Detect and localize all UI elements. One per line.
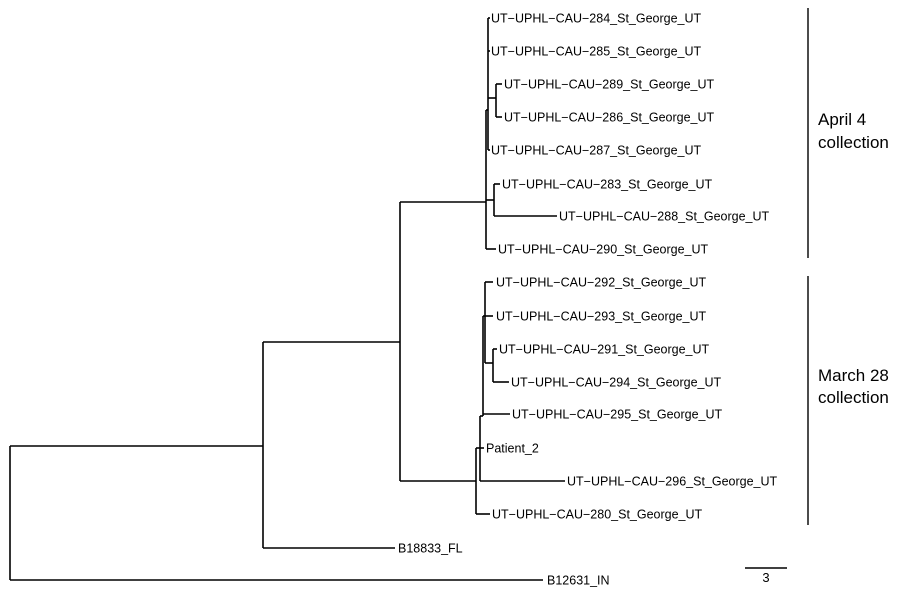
march-group-label-line2: collection: [818, 388, 889, 407]
tip-label: UT−UPHL−CAU−287_St_George_UT: [491, 144, 702, 158]
april-group-label-line1: April 4: [818, 110, 866, 129]
march-group-label-line1: March 28: [818, 366, 889, 385]
tip-label: UT−UPHL−CAU−283_St_George_UT: [502, 178, 713, 192]
tip-label: UT−UPHL−CAU−289_St_George_UT: [504, 78, 715, 92]
tip-label: UT−UPHL−CAU−295_St_George_UT: [512, 408, 723, 422]
tip-label: UT−UPHL−CAU−290_St_George_UT: [498, 243, 709, 257]
tip-label: Patient_2: [486, 442, 539, 456]
tip-label: UT−UPHL−CAU−291_St_George_UT: [499, 343, 710, 357]
tip-label: UT−UPHL−CAU−285_St_George_UT: [491, 45, 702, 59]
tip-label: UT−UPHL−CAU−293_St_George_UT: [496, 310, 707, 324]
scale-bar-label: 3: [762, 570, 769, 585]
tip-label: UT−UPHL−CAU−296_St_George_UT: [567, 475, 778, 489]
tip-label: B12631_IN: [547, 574, 610, 588]
tip-label: UT−UPHL−CAU−294_St_George_UT: [511, 376, 722, 390]
april-group-label-line2: collection: [818, 133, 889, 152]
tip-label: UT−UPHL−CAU−284_St_George_UT: [491, 12, 702, 26]
tip-label: UT−UPHL−CAU−286_St_George_UT: [504, 111, 715, 125]
tip-label: UT−UPHL−CAU−288_St_George_UT: [559, 210, 770, 224]
tip-label: UT−UPHL−CAU−280_St_George_UT: [492, 508, 703, 522]
tip-label: UT−UPHL−CAU−292_St_George_UT: [496, 276, 707, 290]
tip-label: B18833_FL: [398, 542, 463, 556]
